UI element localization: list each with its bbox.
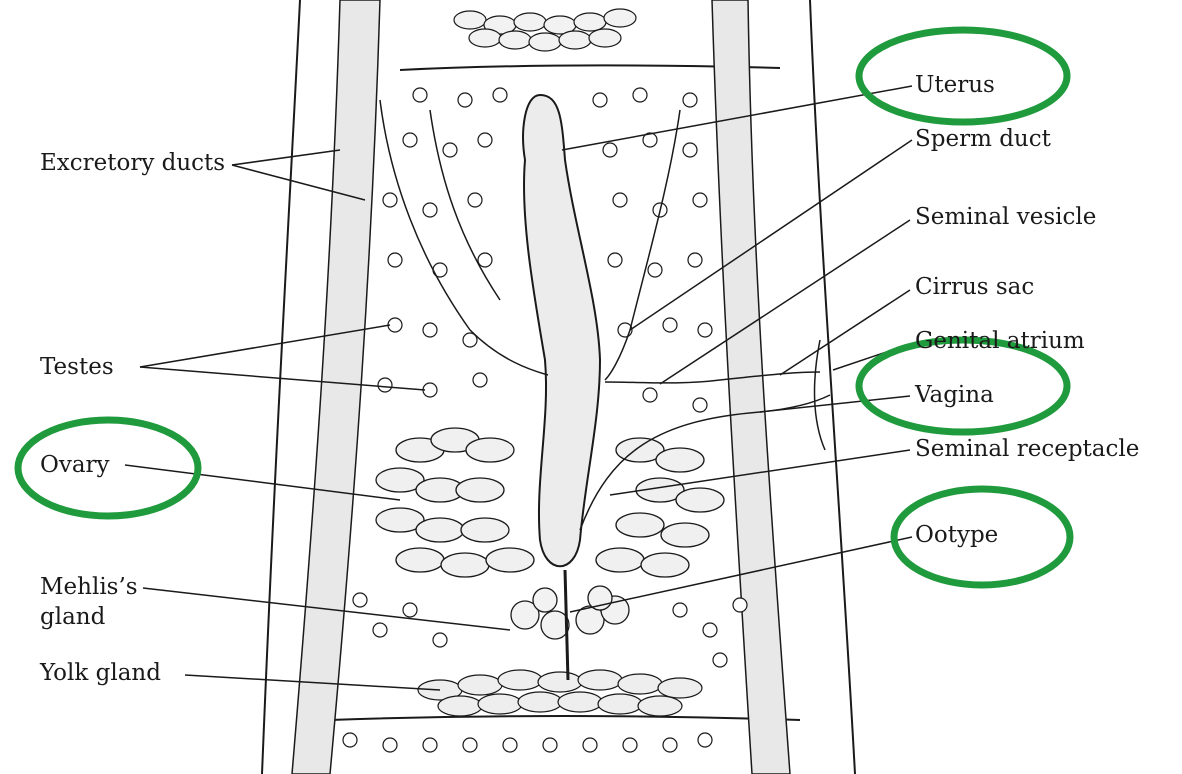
label-vagina: Vagina xyxy=(915,382,994,408)
leader-lines xyxy=(125,86,912,690)
label-genital-atrium: Genital atrium xyxy=(915,328,1085,354)
label-mehlis-gland-line1: Mehlis’s xyxy=(40,574,138,600)
top-cluster xyxy=(454,9,636,51)
label-ovary: Ovary xyxy=(40,452,110,478)
label-yolk-gland: Yolk gland xyxy=(40,660,161,686)
label-cirrus-sac: Cirrus sac xyxy=(915,274,1034,300)
uterus-shape xyxy=(523,95,600,566)
label-mehlis-gland-line2: gland xyxy=(40,604,105,630)
label-testes: Testes xyxy=(40,354,114,380)
label-sperm-duct: Sperm duct xyxy=(915,126,1051,152)
yolk-gland xyxy=(418,670,702,716)
mehlis-gland xyxy=(511,570,629,680)
label-excretory-ducts: Excretory ducts xyxy=(40,150,225,176)
label-ootype: Ootype xyxy=(915,522,998,548)
label-seminal-receptacle: Seminal receptacle xyxy=(915,436,1139,462)
label-seminal-vesicle: Seminal vesicle xyxy=(915,204,1096,230)
label-uterus: Uterus xyxy=(915,72,995,98)
